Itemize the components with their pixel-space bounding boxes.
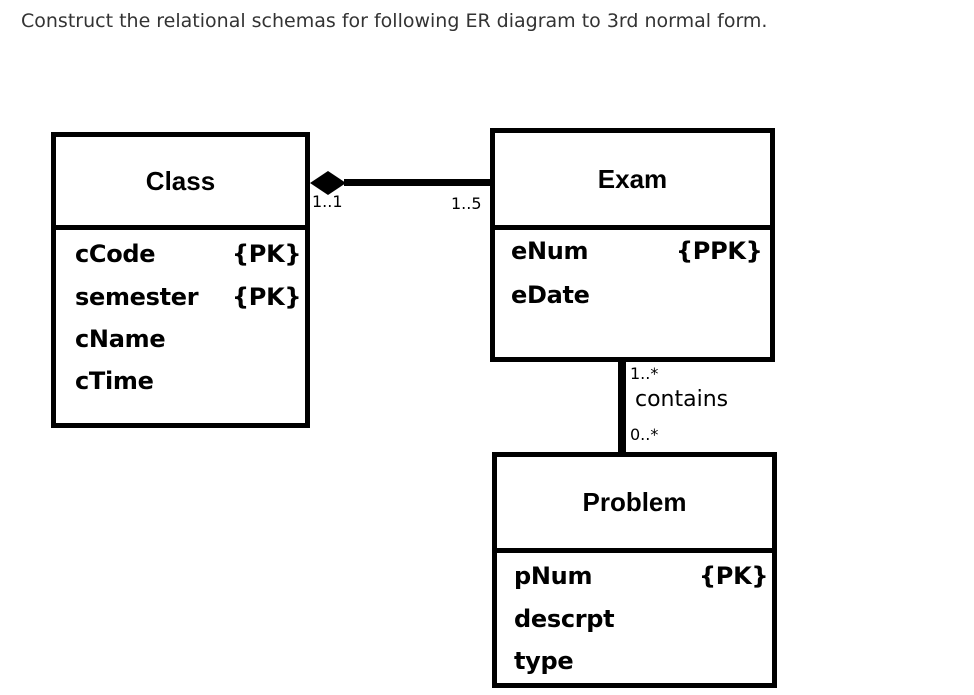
problem-entity: Problem bbox=[492, 452, 777, 688]
class-entity-name: Class bbox=[145, 165, 216, 196]
problem-entity-name: Problem bbox=[582, 487, 687, 517]
question-prompt: Construct the relational schemas for fol… bbox=[21, 10, 768, 32]
class-exam-connector bbox=[344, 179, 492, 186]
class-attr-ccode: cCode bbox=[75, 240, 156, 268]
class-attr-ctime: cTime bbox=[75, 367, 154, 395]
exam-multiplicity-problem-side: 1..* bbox=[630, 364, 659, 383]
class-attr-cname: cName bbox=[75, 325, 166, 353]
composition-diamond-icon bbox=[310, 171, 346, 195]
class-entity-header: Class bbox=[56, 137, 305, 230]
relationship-label-contains: contains bbox=[635, 387, 729, 412]
problem-multiplicity: 0..* bbox=[630, 425, 659, 444]
problem-attr-pnum: pNum bbox=[514, 562, 593, 590]
exam-problem-connector bbox=[618, 360, 626, 454]
exam-attr-edate: eDate bbox=[511, 281, 590, 309]
exam-entity-header: Exam bbox=[495, 133, 770, 230]
exam-entity-name: Exam bbox=[597, 163, 668, 194]
class-attr-semester: semester bbox=[75, 283, 199, 311]
problem-entity-header: Problem bbox=[497, 457, 772, 553]
exam-attr-enum-key: {PPK} bbox=[676, 237, 763, 265]
exam-multiplicity-class-side: 1..5 bbox=[451, 194, 482, 213]
exam-attr-enum: eNum bbox=[511, 237, 589, 265]
class-attr-semester-key: {PK} bbox=[232, 283, 302, 311]
problem-attr-descrpt: descrpt bbox=[514, 605, 615, 633]
class-entity: Class bbox=[51, 132, 310, 428]
problem-attr-type: type bbox=[514, 647, 574, 675]
class-attr-ccode-key: {PK} bbox=[232, 240, 302, 268]
exam-entity: Exam bbox=[490, 128, 775, 362]
class-multiplicity: 1..1 bbox=[312, 192, 343, 211]
problem-attr-pnum-key: {PK} bbox=[699, 562, 769, 590]
